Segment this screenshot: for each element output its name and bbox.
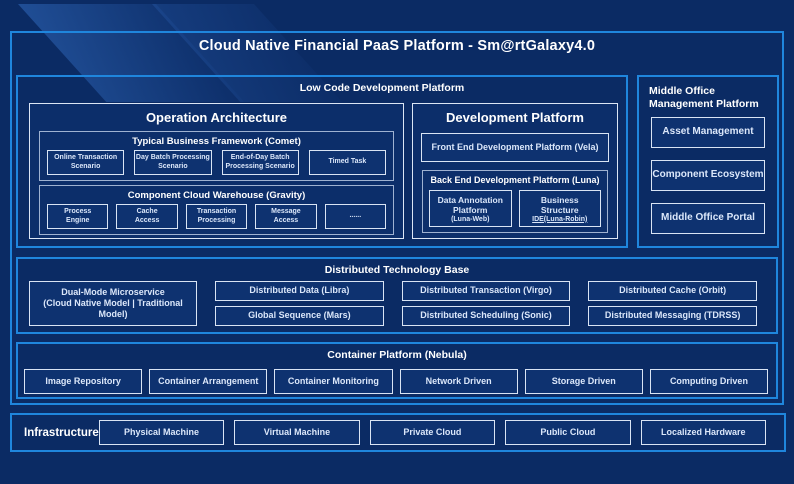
container-item: Container Arrangement xyxy=(149,369,268,394)
infrastructure-item: Private Cloud xyxy=(369,420,496,445)
low-code-platform-label: Low Code Development Platform xyxy=(299,82,465,94)
infrastructure-item: Localized Hardware xyxy=(640,420,766,445)
back-end-items-row: Data Annotation Platform (Luna-Web) Busi… xyxy=(429,190,601,227)
development-platform-title: Development Platform xyxy=(446,110,584,125)
distributed-item: Global Sequence (Mars) xyxy=(215,306,384,326)
middle-office-management-platform-panel: Middle Office Management Platform Asset … xyxy=(637,75,779,248)
operation-architecture-title: Operation Architecture xyxy=(145,110,288,125)
gravity-title: Component Cloud Warehouse (Gravity) xyxy=(127,190,306,201)
gravity-item: Cache Access xyxy=(116,204,178,229)
back-end-item-sub: (Luna-Web) xyxy=(451,215,490,223)
operation-architecture-box: Operation Architecture Typical Business … xyxy=(29,103,404,239)
middle-office-label: Middle Office Management Platform xyxy=(649,85,759,111)
back-end-title: Back End Development Platform (Luna) xyxy=(430,175,600,185)
comet-item: Day Batch Processing Scenario xyxy=(134,150,212,175)
back-end-development-platform-luna-box: Back End Development Platform (Luna) Dat… xyxy=(422,170,608,233)
comet-item: Online Transaction Scenario xyxy=(47,150,125,175)
comet-items-row: Online Transaction Scenario Day Batch Pr… xyxy=(47,150,386,175)
container-item: Storage Driven xyxy=(524,369,643,394)
gravity-items-row: Process Engine Cache Access Transaction … xyxy=(47,204,387,229)
infrastructure-bar: Infrastructure Physical Machine Virtual … xyxy=(10,413,786,452)
distributed-item: Distributed Cache (Orbit) xyxy=(588,281,758,301)
back-end-item-main: Business Structure xyxy=(540,194,579,216)
distributed-column: Distributed Transaction (Virgo) Distribu… xyxy=(401,281,571,326)
data-annotation-platform-luna-web: Data Annotation Platform (Luna-Web) xyxy=(429,190,512,227)
comet-item: End-of-Day Batch Processing Scenario xyxy=(221,150,299,175)
container-item: Image Repository xyxy=(24,369,143,394)
infrastructure-item: Physical Machine xyxy=(98,420,225,445)
gravity-item: Process Engine xyxy=(47,204,109,229)
business-structure-ide-luna-robin: Business Structure IDE(Luna-Robin) xyxy=(518,190,601,227)
distributed-column: Distributed Data (Libra) Global Sequence… xyxy=(215,281,384,326)
distributed-item: Distributed Data (Libra) xyxy=(215,281,384,301)
container-platform-row: Image Repository Container Arrangement C… xyxy=(24,369,769,394)
container-platform-label: Container Platform (Nebula) xyxy=(327,349,467,361)
low-code-development-platform-panel: Low Code Development Platform Operation … xyxy=(16,75,628,248)
distributed-technology-base-panel: Distributed Technology Base Dual-Mode Mi… xyxy=(16,257,778,334)
gravity-item: ...... xyxy=(324,204,387,229)
main-frame xyxy=(10,31,784,405)
page-title: Cloud Native Financial PaaS Platform - S… xyxy=(198,38,596,54)
comet-item: Timed Task xyxy=(308,150,386,175)
infrastructure-item: Virtual Machine xyxy=(234,420,360,445)
comet-title: Typical Business Framework (Comet) xyxy=(132,136,301,147)
infrastructure-row: Physical Machine Virtual Machine Private… xyxy=(98,420,766,445)
component-ecosystem-box: Component Ecosystem xyxy=(651,160,765,191)
distributed-item: Distributed Transaction (Virgo) xyxy=(401,281,571,301)
distributed-column: Distributed Cache (Orbit) Distributed Me… xyxy=(588,281,758,326)
distributed-grid: Dual-Mode Microservice (Cloud Native Mod… xyxy=(29,281,758,326)
middle-office-portal-box: Middle Office Portal xyxy=(651,203,765,234)
container-item: Network Driven xyxy=(399,369,518,394)
development-platform-box: Development Platform Front End Developme… xyxy=(412,103,618,239)
distributed-item: Distributed Scheduling (Sonic) xyxy=(401,306,571,326)
back-end-item-main: Data Annotation Platform xyxy=(437,194,503,216)
container-item: Container Monitoring xyxy=(274,369,393,394)
back-end-item-sub: IDE(Luna-Robin) xyxy=(532,215,588,223)
component-cloud-warehouse-gravity-box: Component Cloud Warehouse (Gravity) Proc… xyxy=(39,185,394,235)
front-end-development-platform-vela: Front End Development Platform (Vela) xyxy=(421,133,609,162)
typical-business-framework-comet-box: Typical Business Framework (Comet) Onlin… xyxy=(39,131,394,181)
dual-mode-microservice-box: Dual-Mode Microservice (Cloud Native Mod… xyxy=(29,281,197,326)
gravity-item: Message Access xyxy=(255,204,317,229)
gravity-item: Transaction Processing xyxy=(185,204,248,229)
infrastructure-label: Infrastructure xyxy=(24,426,99,439)
distributed-label: Distributed Technology Base xyxy=(324,264,470,276)
distributed-item: Distributed Messaging (TDRSS) xyxy=(588,306,758,326)
infrastructure-item: Public Cloud xyxy=(505,420,631,445)
container-item: Computing Driven xyxy=(649,369,769,394)
container-platform-nebula-panel: Container Platform (Nebula) Image Reposi… xyxy=(16,342,778,399)
asset-management-box: Asset Management xyxy=(651,117,765,148)
